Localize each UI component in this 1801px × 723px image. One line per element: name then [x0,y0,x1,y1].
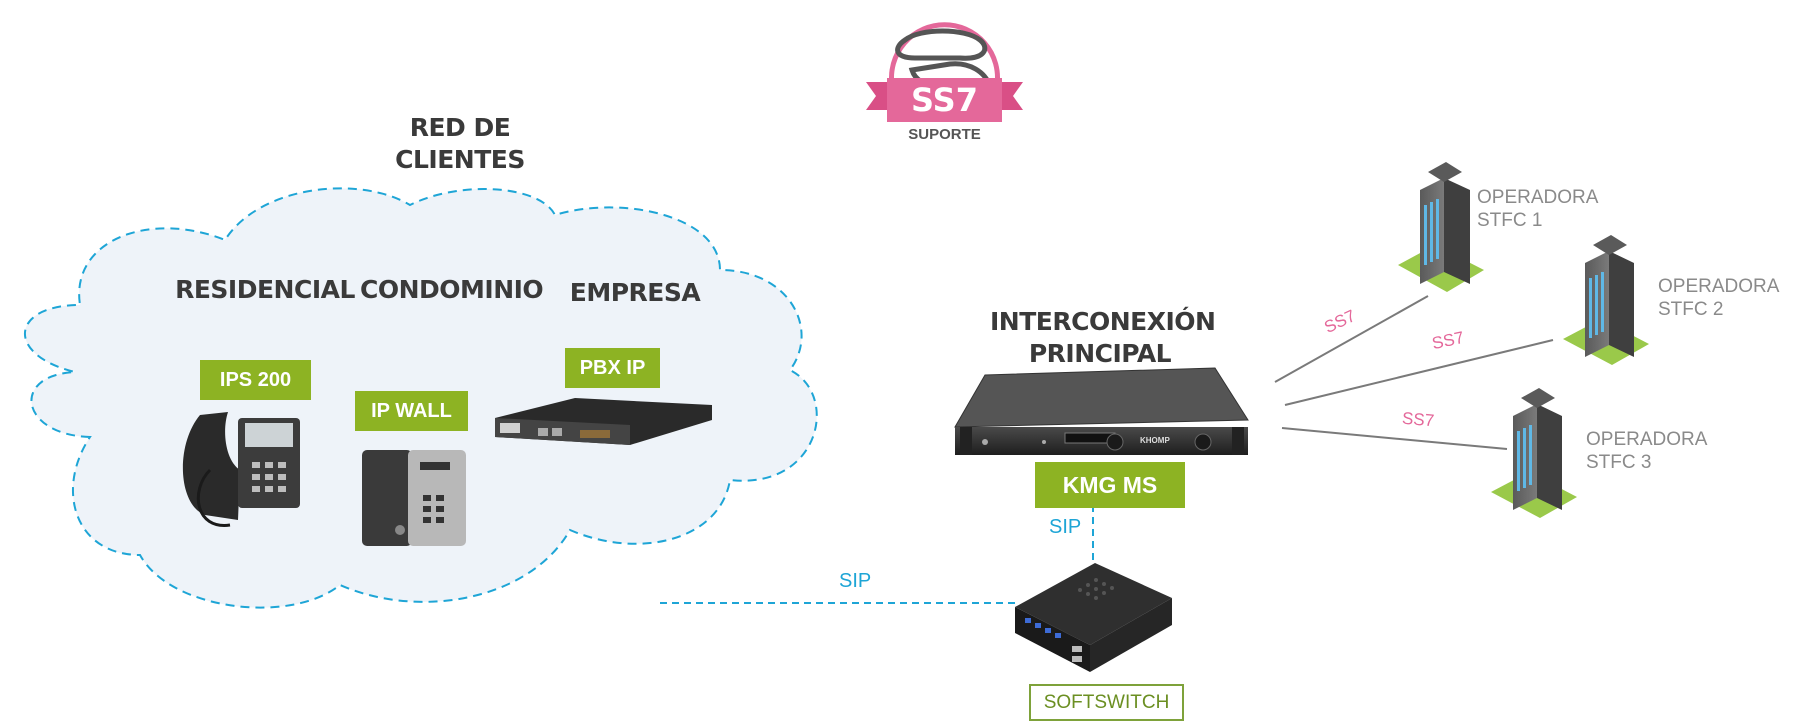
operator-3-line2: STFC 3 [1586,452,1652,473]
gateway-title-line1: INTERCONEXIÓN [990,307,1216,336]
category-empresa: EMPRESA [569,278,701,307]
pbx-ip-device-image [495,398,712,445]
ss7-label-3: SS7 [1401,408,1435,431]
operator-1-line2: STFC 1 [1477,210,1543,231]
gateway-brand-label: KHOMP [1140,436,1170,445]
sip-label-vertical: SIP [1049,516,1082,538]
category-condominio: CONDOMINIO [360,275,544,304]
ss7-link-1 [1274,295,1429,383]
operator-2-line1: OPERADORA [1658,276,1780,297]
softswitch-device-image [1015,563,1172,672]
operator-label-1: OPERADORA STFC 1 [1477,186,1598,232]
ss7-badge-label: SS7 [911,81,978,119]
device-tag-ip-wall: IP WALL [355,391,468,431]
ss7-support-badge [866,22,1023,122]
operator-building-2 [1563,235,1649,365]
device-tag-ips-200: IPS 200 [200,360,311,400]
cloud-title: RED DE CLIENTES [380,112,540,176]
cloud-title-line1: RED DE [409,113,511,142]
operator-3-line1: OPERADORA [1586,429,1708,450]
operator-1-line1: OPERADORA [1477,187,1599,208]
category-residencial: RESIDENCIAL [175,275,355,304]
softswitch-label: SOFTSWITCH [1029,684,1184,721]
gateway-title: INTERCONEXIÓN PRINCIPAL [990,306,1216,370]
ip-phone-image [182,412,300,527]
operator-2-line2: STFC 2 [1658,299,1724,320]
gateway-tag-kmg-ms: KMG MS [1035,462,1185,508]
sip-label-horizontal: SIP [839,570,872,592]
kmg-ms-gateway-image [954,367,1249,455]
cloud-title-line2: CLIENTES [395,145,525,174]
ss7-badge-caption: SUPORTE [908,126,981,143]
ip-wall-intercom-image [362,450,466,546]
device-tag-pbx-ip: PBX IP [565,348,660,388]
ss7-link-3 [1281,427,1508,450]
operator-label-3: OPERADORA STFC 3 [1586,428,1707,474]
operator-building-3 [1491,388,1577,518]
operator-building-1 [1398,162,1484,292]
operator-label-2: OPERADORA STFC 2 [1658,275,1779,321]
ss7-link-2 [1284,339,1554,406]
gateway-title-line2: PRINCIPAL [1028,339,1172,368]
